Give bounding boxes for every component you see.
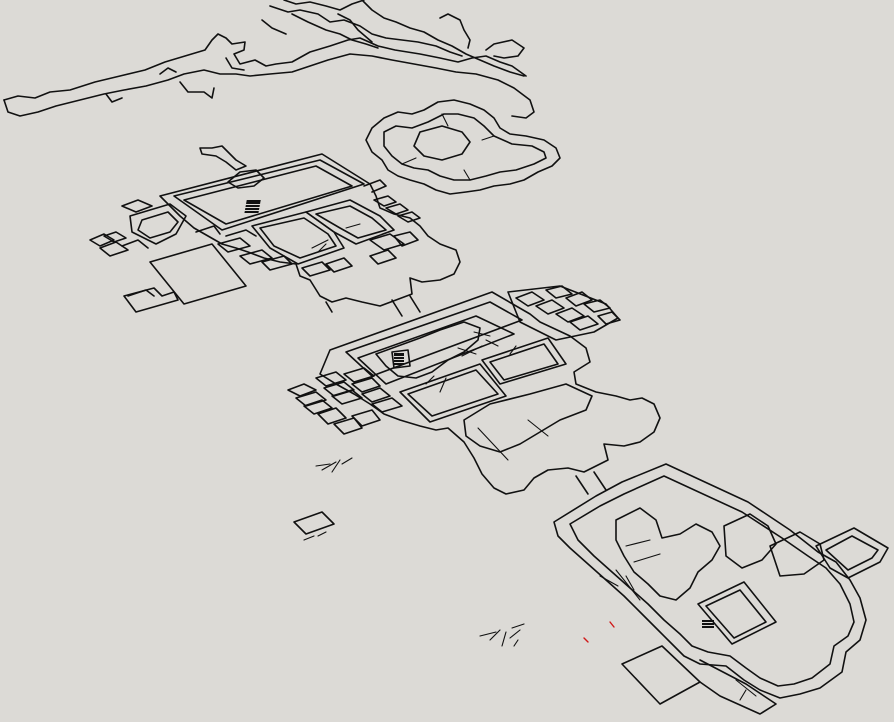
- upper-complex: [89, 145, 461, 317]
- stray-fragments: [293, 457, 525, 647]
- axis-origin: [583, 621, 615, 643]
- lower-complex: [553, 463, 889, 715]
- cross-chambers: [365, 99, 561, 195]
- middle-complex: [287, 285, 661, 495]
- cave-passages: [3, 0, 535, 119]
